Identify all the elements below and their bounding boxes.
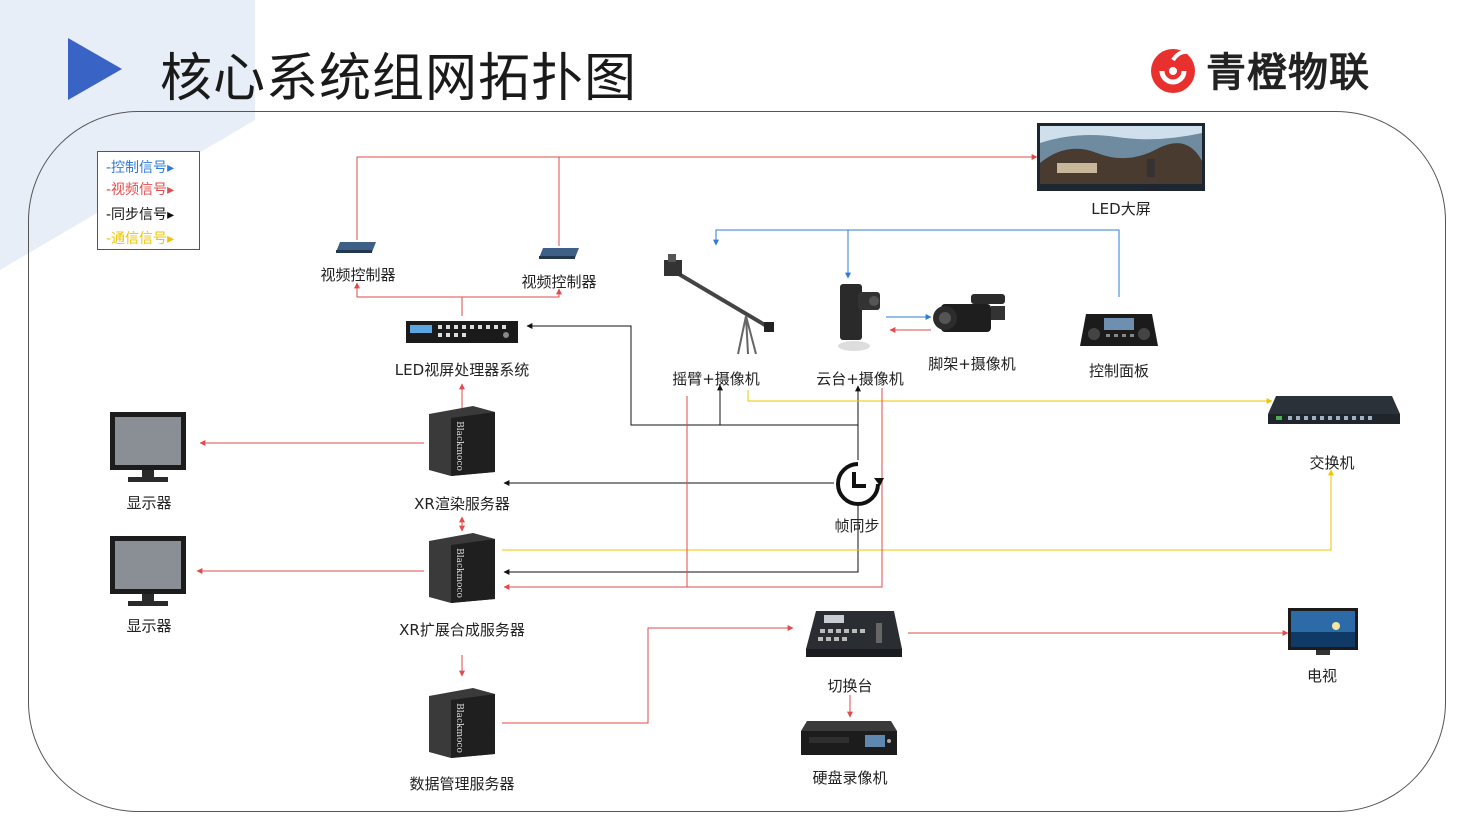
page-title: 核心系统组网拓扑图 [160,49,638,109]
label-data-server: 数据管理服务器 [409,775,515,793]
control-panel-icon [1080,314,1158,346]
label-xr-render: XR渲染服务器 [414,495,510,513]
label-tv: 电视 [1306,667,1338,685]
label-monitor-1: 显示器 [126,494,172,512]
orange-logo-icon [1151,49,1195,93]
data-server-icon: Blackmoco [429,688,495,758]
legend-comm: -通信信号▸ [106,231,175,247]
wire-video-led [356,154,1038,240]
label-switcher: 切换台 [827,677,873,695]
video-switcher-icon [806,611,902,657]
wire-comm-extend [502,469,1334,551]
label-control-panel: 控制面板 [1088,362,1150,380]
label-jib-camera: 摇臂+摄像机 [672,370,760,388]
label-led-screen: LED大屏 [1091,200,1151,218]
label-ptz-camera: 云台+摄像机 [816,370,904,388]
hard-disk-recorder-icon [801,721,897,755]
wire-ctrl-jib [713,229,1120,297]
label-monitor-2: 显示器 [126,617,172,635]
wire-data-switcher [502,625,794,724]
arrow-right-icon: ▸ [167,160,175,176]
label-tripod-camera: 脚架+摄像机 [928,355,1016,373]
wire-comm-switch [747,390,1273,404]
xr-extend-server-icon: Blackmoco [429,533,495,603]
wire-proc-ctrl1 [354,282,463,316]
wire-proc-ctrl2 [462,288,562,298]
title-triangle-icon [68,38,122,100]
tripod-camera-icon [933,294,1005,332]
led-processor-icon [406,321,518,343]
wire-sync-proc [526,323,859,460]
xr-render-server-icon: Blackmoco [429,406,495,476]
video-controller-2-icon [539,248,579,259]
led-screen-icon [1037,123,1205,191]
brand-name: 青橙物联 [1206,50,1370,96]
video-controller-1-icon [336,242,376,253]
label-switch: 交换机 [1309,454,1355,472]
monitor-1-icon [110,412,186,482]
wire-ptz-extend [687,388,883,588]
frame-sync-icon [836,462,884,506]
label-video-controller-2: 视频控制器 [521,273,597,291]
jib-camera-icon [664,254,774,355]
legend: -控制信号▸ -视频信号▸ -同步信号▸ -通信信号▸ [97,151,200,250]
legend-control: -控制信号▸ [106,160,175,176]
svg-text:Blackmoco: Blackmoco [454,421,464,471]
brand-logo: 青橙物联 [1148,40,1370,98]
label-xr-extend: XR扩展合成服务器 [399,621,525,639]
label-recorder: 硬盘录像机 [812,769,888,787]
svg-text:Blackmoco: Blackmoco [454,548,464,598]
legend-sync: -同步信号▸ [106,207,175,223]
label-frame-sync: 帧同步 [834,517,880,535]
arrow-right-icon: ▸ [167,182,175,198]
network-switch-icon [1268,396,1400,424]
arrow-right-icon: ▸ [167,231,175,247]
tv-icon [1288,608,1358,655]
svg-text:Blackmoco: Blackmoco [454,703,464,753]
diagram-frame [28,111,1446,812]
label-led-processor: LED视屏处理器系统 [394,361,530,379]
monitor-2-icon [110,536,186,606]
wire-sync-extend [503,503,859,575]
label-video-controller-1: 视频控制器 [320,266,396,284]
arrow-right-icon: ▸ [167,207,175,223]
legend-video: -视频信号▸ [106,182,175,198]
ptz-camera-icon [838,284,880,351]
